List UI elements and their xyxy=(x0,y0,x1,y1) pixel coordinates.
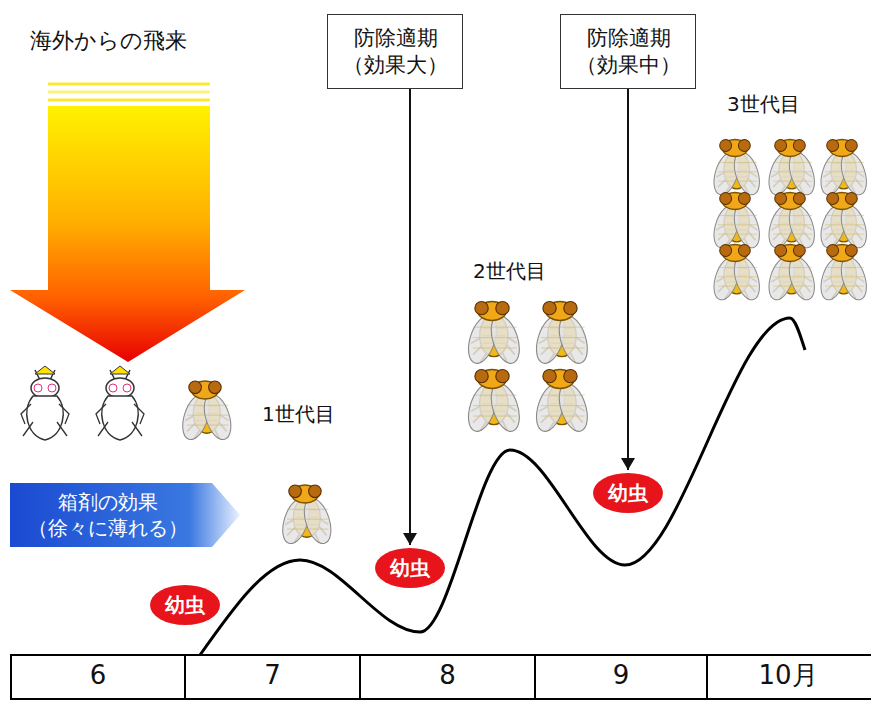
adult-insect xyxy=(709,245,764,303)
node-text: 幼虫 xyxy=(165,592,205,618)
adult-insect xyxy=(709,193,764,251)
adult-insect xyxy=(531,370,593,435)
adult-insect xyxy=(764,245,819,303)
timing-arrow xyxy=(627,89,629,470)
adult-insect xyxy=(816,245,871,303)
adult-insect xyxy=(463,370,525,435)
adult-insect xyxy=(531,302,593,367)
nymph-insect xyxy=(21,366,69,440)
month-cell: 6 xyxy=(12,660,184,691)
population-curve xyxy=(200,318,805,655)
nymph-insect xyxy=(96,366,144,440)
adult-insect xyxy=(463,302,525,367)
annotation-text: 3世代目 xyxy=(727,92,800,116)
timing-box: 防除適期 （効果大） xyxy=(327,14,463,89)
adult-insect xyxy=(764,140,819,198)
month-cell: 9 xyxy=(536,660,706,691)
month-cell: 10月 xyxy=(708,660,868,691)
timing-box: 防除適期 （効果中） xyxy=(560,14,696,89)
migration-stripes xyxy=(48,84,210,100)
node-text: 防除適期 （効果大） xyxy=(340,25,451,80)
node-text: 箱剤の効果 （徐々に薄れる） xyxy=(24,489,192,541)
adult-insect xyxy=(816,140,871,198)
node-text: 幼虫 xyxy=(608,480,648,506)
adult-insect xyxy=(816,193,871,251)
timing-arrow xyxy=(409,89,411,545)
adult-insect xyxy=(764,193,819,251)
migration-arrow xyxy=(10,106,245,362)
month-cell: 7 xyxy=(186,660,359,691)
effect-arrow: 箱剤の効果 （徐々に薄れる） xyxy=(10,483,240,547)
adult-insect xyxy=(709,140,764,198)
annotation-text: 2世代目 xyxy=(473,259,546,283)
month-axis xyxy=(10,655,871,699)
larva-ellipse: 幼虫 xyxy=(593,473,663,513)
adult-insect xyxy=(278,485,336,547)
adult-insect xyxy=(178,381,236,443)
annotation-text: 1世代目 xyxy=(262,402,335,426)
node-text: 防除適期 （効果中） xyxy=(573,25,684,80)
larva-ellipse: 幼虫 xyxy=(150,585,220,625)
annotation-text: 海外からの飛来 xyxy=(30,28,187,54)
month-cell: 8 xyxy=(361,660,534,691)
node-text: 幼虫 xyxy=(390,555,430,581)
larva-ellipse: 幼虫 xyxy=(375,548,445,588)
